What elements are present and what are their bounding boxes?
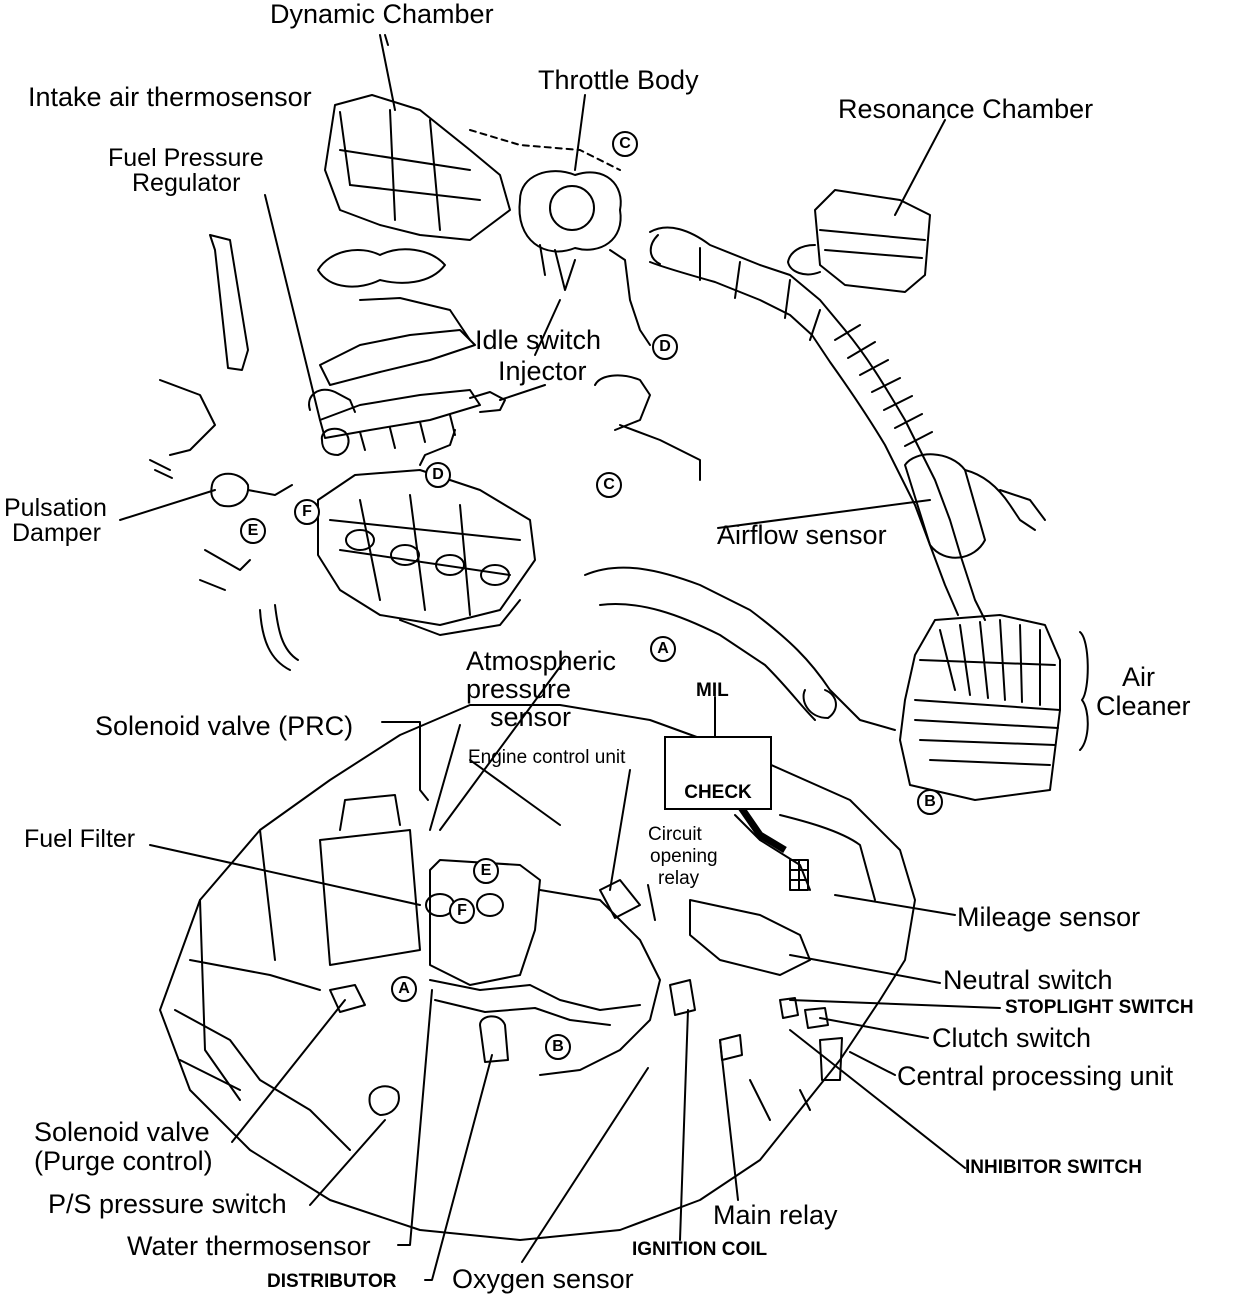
label-pulsation-damper-line2: Damper	[12, 519, 101, 547]
label-engine-control-unit: Engine control unit	[468, 747, 626, 768]
mil-check-panel: CHECK	[664, 736, 772, 810]
air-cleaner-shape	[899, 614, 1061, 801]
label-circuit-opening-relay-line2: opening	[650, 846, 718, 867]
label-circuit-opening-relay-line1: Circuit	[648, 824, 702, 845]
label-solenoid-valve-prc: Solenoid valve (PRC)	[95, 711, 354, 741]
label-distributor: DISTRIBUTOR	[267, 1271, 397, 1292]
label-resonance-chamber: Resonance Chamber	[838, 94, 1094, 124]
label-main-relay: Main relay	[713, 1200, 838, 1230]
marker-e-lower: E	[473, 858, 499, 884]
marker-d-lower: D	[425, 462, 451, 488]
label-fuel-filter: Fuel Filter	[24, 825, 136, 853]
label-pulsation-damper-line1: Pulsation	[4, 494, 107, 522]
label-atmospheric-pressure-sensor-line1: Atmospheric	[466, 646, 617, 676]
label-atmospheric-pressure-sensor-line2: pressure	[466, 674, 572, 704]
label-injector: Injector	[498, 356, 587, 386]
airflow-sensor-shape	[904, 453, 986, 559]
label-central-processing-unit: Central processing unit	[897, 1061, 1174, 1091]
marker-a-upper: A	[650, 636, 676, 662]
marker-c-upper: C	[612, 131, 638, 157]
label-air-cleaner-line1: Air	[1122, 662, 1155, 692]
engine-bay	[159, 704, 916, 1241]
marker-d-upper: D	[652, 334, 678, 360]
label-mileage-sensor: Mileage sensor	[957, 902, 1141, 932]
marker-c-lower: C	[596, 472, 622, 498]
resonance-chamber-shape	[814, 189, 931, 293]
label-idle-switch: Idle switch	[475, 325, 602, 355]
marker-b-upper: B	[917, 789, 943, 815]
label-neutral-switch: Neutral switch	[943, 965, 1113, 995]
label-mil: MIL	[696, 680, 729, 701]
marker-e-upper: E	[240, 518, 266, 544]
label-airflow-sensor: Airflow sensor	[717, 520, 887, 550]
intake-duct	[649, 226, 986, 621]
mil-check-text: CHECK	[684, 782, 752, 803]
marker-b-lower: B	[545, 1034, 571, 1060]
intake-manifold	[317, 469, 536, 626]
label-air-cleaner-line2: Cleaner	[1096, 691, 1191, 721]
pulsation-damper-shape	[210, 472, 250, 508]
label-atmospheric-pressure-sensor-line3: sensor	[490, 702, 572, 732]
label-solenoid-valve-purge-line2: (Purge control)	[34, 1146, 213, 1176]
label-solenoid-valve-purge-line1: Solenoid valve	[34, 1117, 210, 1147]
label-circuit-opening-relay-line3: relay	[658, 868, 700, 889]
label-inhibitor-switch: INHIBITOR SWITCH	[965, 1157, 1142, 1178]
label-dynamic-chamber: Dynamic Chamber	[270, 0, 494, 29]
label-clutch-switch: Clutch switch	[932, 1023, 1092, 1053]
dynamic-chamber-shape	[324, 94, 511, 241]
marker-f-lower: F	[449, 898, 475, 924]
label-throttle-body: Throttle Body	[538, 65, 699, 95]
label-ignition-coil: IGNITION COIL	[632, 1239, 768, 1260]
fuel-rail	[319, 329, 476, 386]
marker-a-lower: A	[391, 976, 417, 1002]
marker-f-upper: F	[294, 499, 320, 525]
throttle-body-shape	[518, 170, 622, 253]
label-water-thermosensor: Water thermosensor	[127, 1231, 371, 1261]
label-fuel-pressure-regulator-line2: Regulator	[132, 169, 241, 197]
label-stoplight-switch: STOPLIGHT SWITCH	[1005, 997, 1194, 1018]
label-ps-pressure-switch: P/S pressure switch	[48, 1189, 287, 1219]
label-oxygen-sensor: Oxygen sensor	[452, 1264, 634, 1294]
label-intake-air-thermosensor: Intake air thermosensor	[28, 82, 312, 112]
label-fuel-pressure-regulator-line1: Fuel Pressure	[108, 144, 264, 172]
